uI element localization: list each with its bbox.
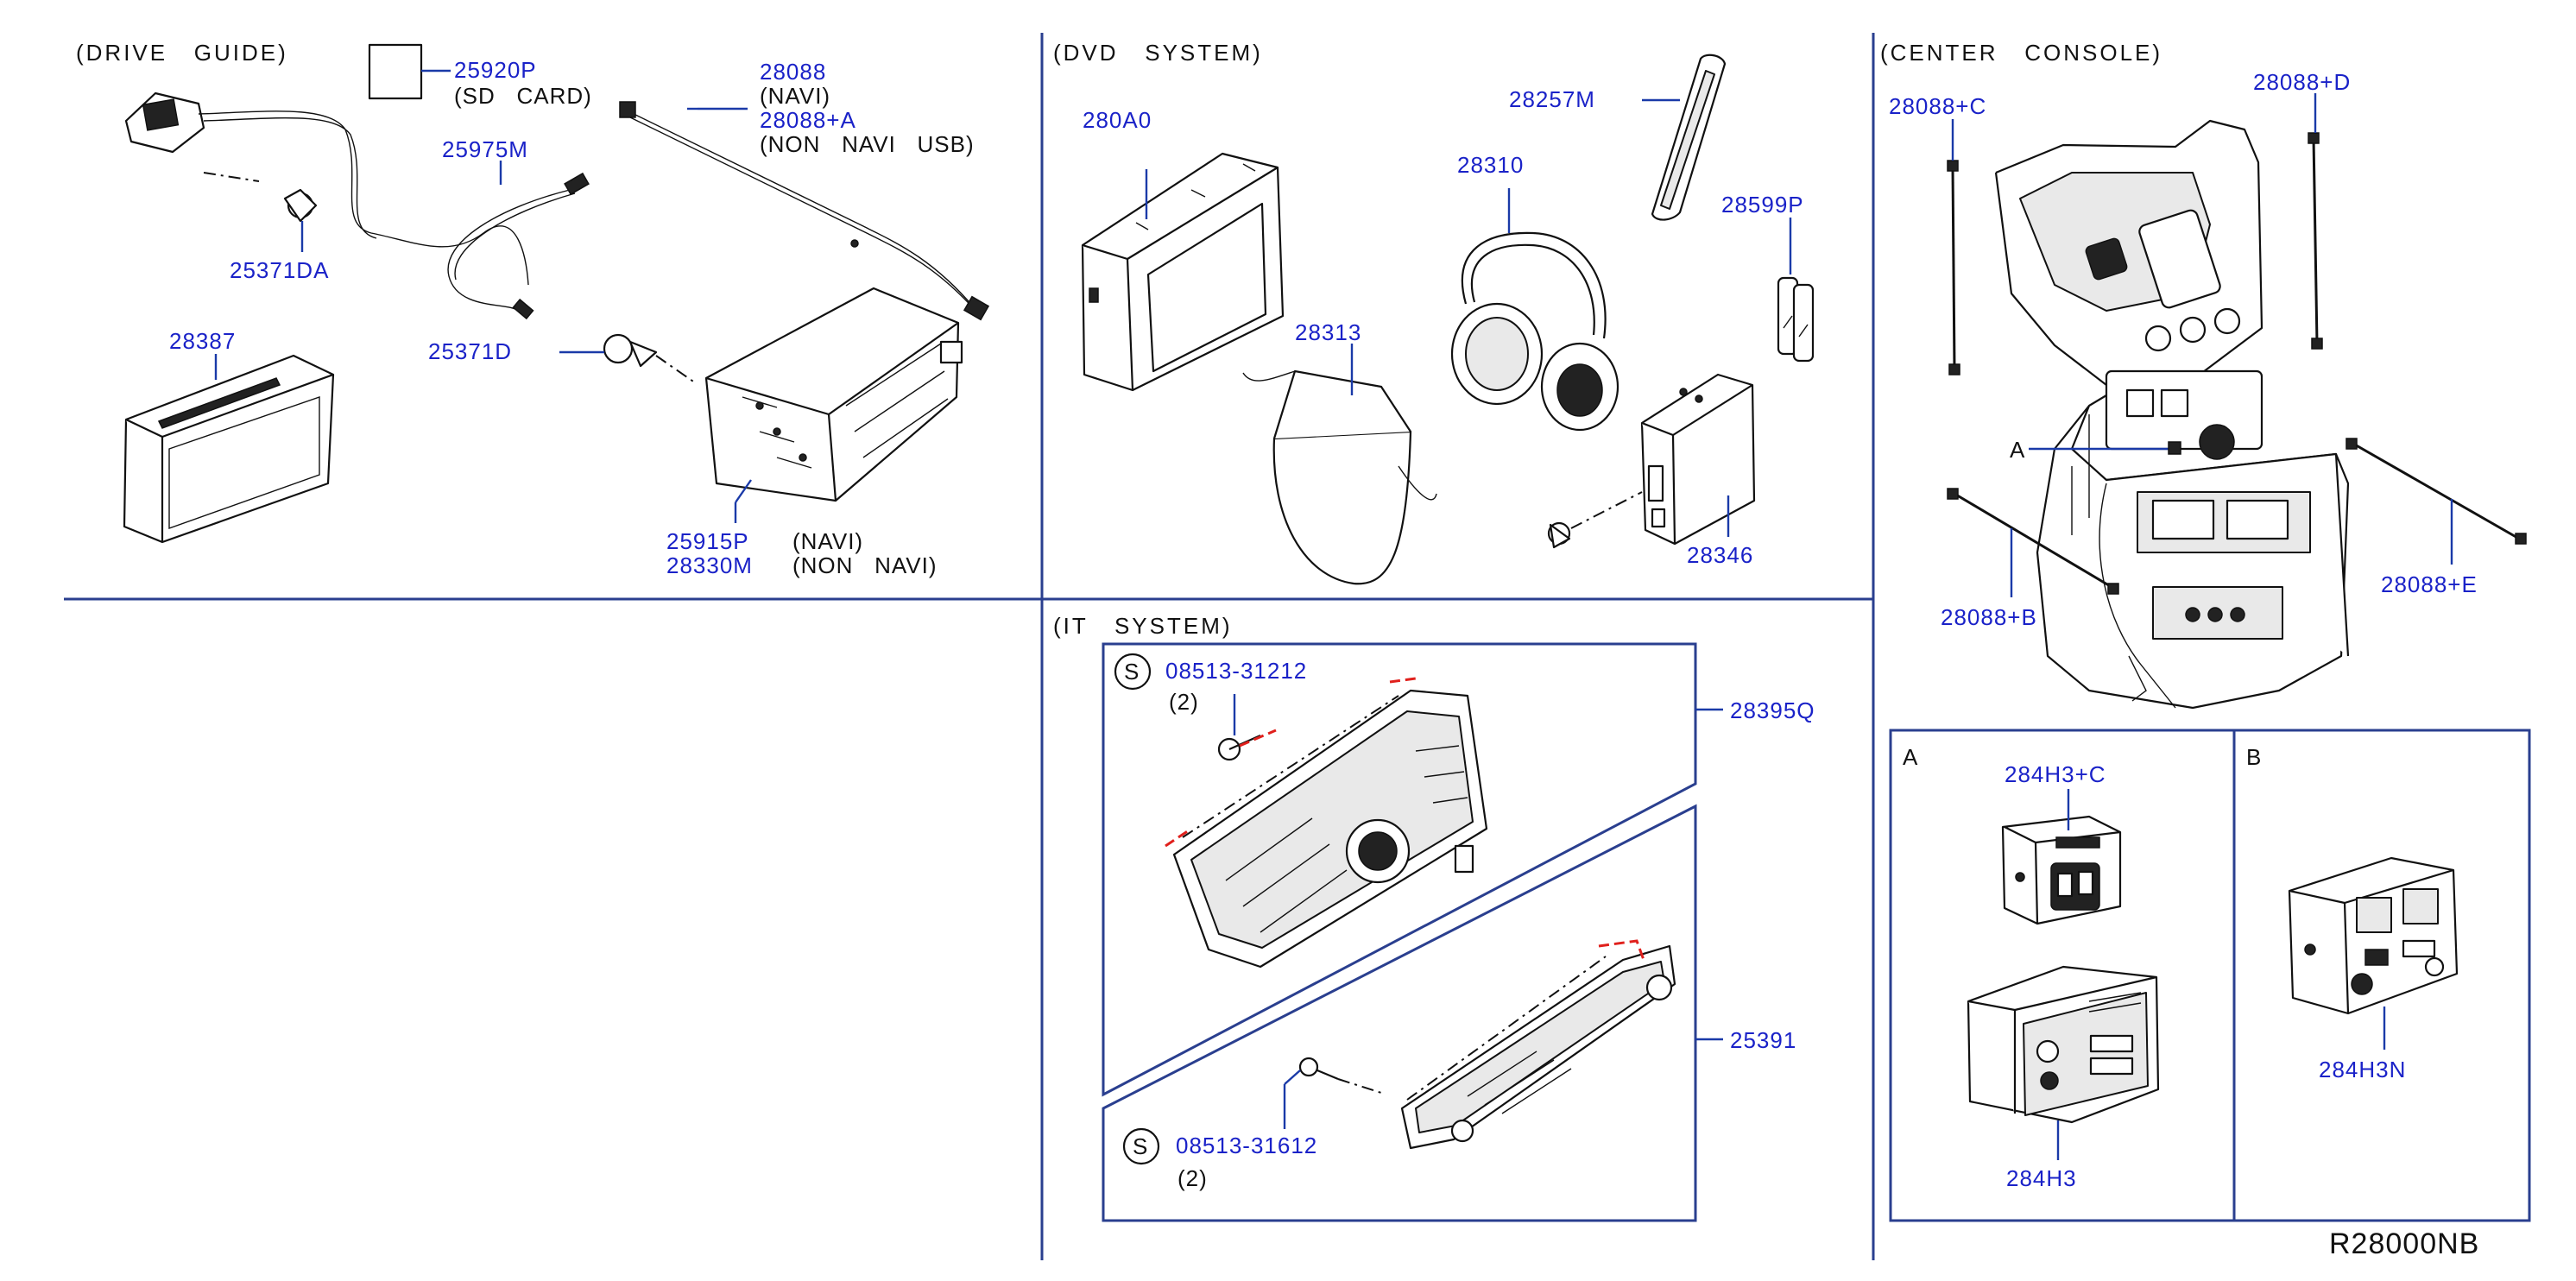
part-label-25915P[interactable]: 25915P <box>666 528 749 554</box>
dvd-receiver-module-icon <box>1547 373 1756 549</box>
usb-port-module-icon <box>2001 815 2122 925</box>
dvd-display-unit-icon <box>1081 152 1285 392</box>
part-label-28313[interactable]: 28313 <box>1295 319 1361 345</box>
part-label-28310[interactable]: 28310 <box>1457 152 1524 178</box>
clip-fastener-icon <box>603 333 697 384</box>
part-label-25975M[interactable]: 25975M <box>442 136 528 162</box>
harness-rod-icon <box>1947 160 1960 375</box>
audio-control-panel-icon <box>1165 677 1488 969</box>
part-label-28395Q[interactable]: 28395Q <box>1730 697 1815 723</box>
part-note-non-navi-usb: (NON NAVI USB) <box>760 131 975 157</box>
part-label-08513-31612[interactable]: 08513-31612 <box>1176 1133 1317 1158</box>
part-label-08513-31212[interactable]: 08513-31212 <box>1165 658 1307 684</box>
part-note-25915P-navi: (NAVI) <box>792 528 863 554</box>
part-label-284H3[interactable]: 284H3 <box>2006 1165 2077 1191</box>
part-label-284H3-C[interactable]: 284H3+C <box>2005 761 2106 787</box>
diagram-reference-code: R28000NB <box>2329 1227 2479 1260</box>
part-label-28088-E[interactable]: 28088+E <box>2381 571 2478 597</box>
part-label-280A0[interactable]: 280A0 <box>1083 107 1152 133</box>
section-title-dvd-system: (DVD SYSTEM) <box>1053 40 1263 66</box>
headphones-icon <box>1450 231 1619 432</box>
center-console-icon <box>1994 119 2350 710</box>
part-label-28088-D[interactable]: 28088+D <box>2253 69 2351 95</box>
s-symbol-circle-1 <box>1114 653 1152 691</box>
part-qty-08513-31612: (2) <box>1178 1165 1208 1191</box>
section-title-drive-guide: (DRIVE GUIDE) <box>76 40 288 66</box>
s-symbol-circle-2 <box>1122 1127 1160 1165</box>
usb-cable-icon <box>447 172 590 320</box>
part-label-28088-C[interactable]: 28088+C <box>1889 93 1986 119</box>
part-label-28088-B[interactable]: 28088+B <box>1941 604 2037 630</box>
batteries-icon <box>1777 276 1815 363</box>
part-label-25371D[interactable]: 25371D <box>428 338 512 364</box>
screw-icon <box>1217 729 1277 761</box>
detail-label-a: A <box>1903 744 1918 770</box>
part-label-28330M[interactable]: 28330M <box>666 552 753 578</box>
navigation-unit-icon <box>123 354 335 544</box>
harness-rod-icon <box>1947 488 2119 595</box>
part-label-28346[interactable]: 28346 <box>1687 542 1753 568</box>
rear-power-outlet-module-icon <box>2288 856 2459 1015</box>
detail-box-b <box>2232 729 2531 1222</box>
navi-control-unit-icon <box>704 287 963 502</box>
it-system-upper-frame <box>1102 642 1697 1097</box>
part-label-25920P[interactable]: 25920P <box>454 57 537 83</box>
part-label-25391[interactable]: 25391 <box>1730 1027 1796 1053</box>
harness-rod-icon <box>2308 132 2323 350</box>
climate-control-panel-icon <box>1400 939 1676 1150</box>
harness-rod-icon <box>2346 438 2527 545</box>
part-label-284H3N[interactable]: 284H3N <box>2319 1057 2406 1082</box>
camera-harness-icon <box>124 92 529 286</box>
part-label-28599P[interactable]: 28599P <box>1721 192 1804 218</box>
part-label-28088-A[interactable]: 28088+A <box>760 107 856 133</box>
callout-label-a: A <box>2010 437 2025 463</box>
section-title-center-console: (CENTER CONSOLE) <box>1880 40 2162 66</box>
remote-control-icon <box>1651 54 1727 221</box>
part-qty-08513-31212: (2) <box>1169 689 1199 715</box>
long-harness-icon <box>619 101 990 321</box>
screw-icon <box>1298 1057 1382 1094</box>
part-note-navi: (NAVI) <box>760 83 830 109</box>
part-label-28088[interactable]: 28088 <box>760 59 826 85</box>
part-label-28387[interactable]: 28387 <box>169 328 236 354</box>
it-system-lower-frame <box>1102 804 1697 1222</box>
aux-input-module-icon <box>1967 965 2160 1124</box>
part-label-25371DA[interactable]: 25371DA <box>230 257 329 283</box>
detail-label-b: B <box>2246 744 2262 770</box>
sd-card-icon <box>368 43 423 100</box>
headphone-pouch-icon <box>1242 369 1437 585</box>
standard-part-symbol-1: S <box>1124 659 1140 685</box>
section-title-it-system: (IT SYSTEM) <box>1053 613 1233 639</box>
standard-part-symbol-2: S <box>1133 1133 1148 1159</box>
part-note-28330M-non-navi: (NON NAVI) <box>792 552 938 578</box>
part-note-sd-card: (SD CARD) <box>454 83 592 109</box>
part-label-28257M[interactable]: 28257M <box>1509 86 1595 112</box>
